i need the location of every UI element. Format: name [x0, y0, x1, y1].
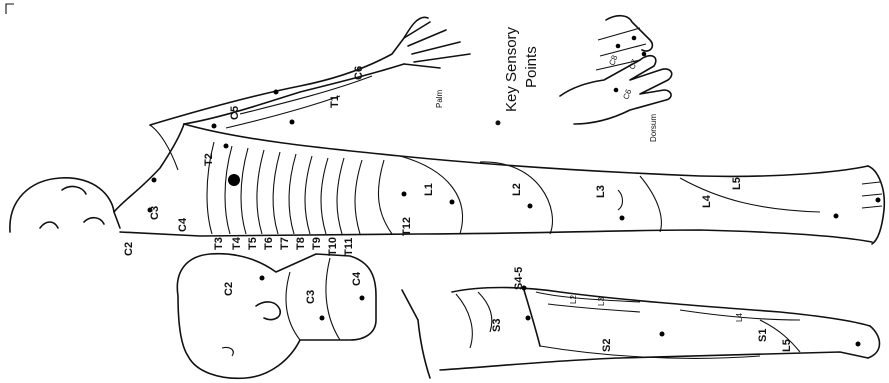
legend-line1: Key Sensory — [503, 26, 520, 112]
label-l2: L2 — [511, 183, 523, 196]
front-shoulder-line — [114, 124, 184, 212]
label-t2: T2 — [203, 153, 215, 166]
front-hand-fingers — [404, 22, 470, 68]
back-label-l3: L3 — [597, 297, 606, 306]
c2-c3-boundary — [286, 272, 300, 340]
label-t7: T7 — [279, 237, 291, 250]
hand-inset: C8 C7 C6 Dorsum — [560, 16, 672, 142]
back-leg-bottom — [440, 352, 868, 370]
side-head-ear — [256, 302, 280, 320]
side-head-eye — [222, 347, 233, 356]
back-label-l2: L2 — [569, 295, 578, 304]
dorsum-label: Dorsum — [649, 114, 658, 142]
back-label-l4: L4 — [735, 313, 744, 322]
back-left-edge — [402, 290, 430, 378]
front-arm-upper-edge — [150, 17, 428, 125]
label-c4: C4 — [177, 217, 189, 232]
label-t8: T8 — [295, 237, 307, 250]
label-t10: T10 — [327, 237, 339, 256]
label-t1: T1 — [329, 95, 341, 108]
label-l5: L5 — [731, 177, 743, 190]
front-labels: C2 C3 C4 C5 C6 T1 T2 T3 T4 T5 T6 T7 T8 T… — [123, 66, 743, 256]
legend-line2: Points — [523, 46, 540, 88]
thoracic-bands — [207, 142, 392, 234]
label-c3: C3 — [149, 206, 161, 220]
back-leg-top — [452, 288, 870, 327]
label-t12: T12 — [401, 217, 413, 236]
l3-strip — [548, 304, 640, 312]
label-t11: T11 — [343, 238, 355, 256]
label-l3: L3 — [595, 185, 607, 198]
back-label-s1: S1 — [757, 329, 769, 342]
l2-boundary — [480, 162, 552, 234]
hand-finger-lines — [596, 28, 646, 70]
front-trunk-top-edge — [184, 124, 868, 176]
corner-mark — [6, 4, 14, 14]
back-label-l5: L5 — [781, 339, 793, 352]
palm-finger-outline — [606, 16, 652, 51]
front-foot — [868, 166, 884, 244]
s3-outer — [456, 294, 472, 348]
label-t9: T9 — [311, 237, 323, 250]
back-foot — [868, 326, 880, 358]
front-arm-t1-line — [226, 96, 340, 128]
front-arm-lower-edge — [184, 64, 404, 124]
c3-c4-boundary — [326, 258, 340, 340]
legend-bullet: • — [488, 120, 508, 126]
front-ear — [62, 187, 86, 194]
s3-inner — [478, 292, 492, 332]
legend: • Key Sensory Points — [488, 26, 540, 126]
front-toes — [862, 182, 882, 208]
l3-boundary — [640, 176, 661, 232]
label-c6: C6 — [353, 66, 365, 80]
finger-c6-label: C6 — [621, 87, 633, 100]
palm-label: Palm — [435, 89, 444, 108]
front-mouth — [84, 218, 104, 224]
back-label-s3: S3 — [491, 319, 503, 332]
knee-mark — [618, 190, 623, 210]
side-head-outline — [177, 254, 376, 379]
head-side: C2 C3 C4 — [177, 254, 376, 379]
label-t5: T5 — [247, 237, 259, 250]
l2-strip — [536, 292, 640, 302]
side-label-c4: C4 — [351, 271, 363, 286]
side-label-c3: C3 — [305, 290, 317, 304]
finger-c7-label: C7 — [627, 57, 639, 70]
label-c5: C5 — [229, 106, 241, 120]
label-l1: L1 — [423, 183, 435, 196]
label-t3: T3 — [213, 237, 225, 250]
body-back: S4-5 S3 S2 S1 L2 L3 L4 L5 — [402, 267, 880, 378]
back-label-s4-5: S4-5 — [513, 267, 525, 290]
label-l4: L4 — [701, 194, 713, 208]
label-t4: T4 — [231, 236, 243, 250]
back-label-s2: S2 — [601, 339, 613, 352]
side-label-c2: C2 — [223, 282, 235, 296]
label-t6: T6 — [263, 237, 275, 250]
front-eye — [40, 222, 58, 228]
label-c2: C2 — [123, 242, 135, 256]
body-front — [10, 17, 884, 244]
